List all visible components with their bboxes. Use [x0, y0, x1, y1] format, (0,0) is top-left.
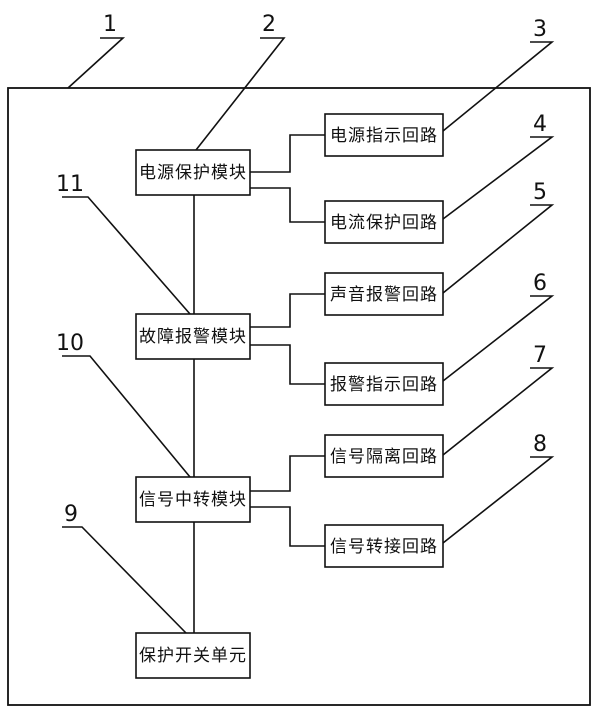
sound-alarm-circuit-label: 声音报警回路: [330, 285, 438, 305]
branch-alarm-indicator: [250, 344, 325, 385]
ref-10: 10: [56, 331, 84, 356]
signal-transfer-circuit-label: 信号转接回路: [330, 537, 438, 557]
leader-2: [195, 37, 286, 151]
signal-isolation-circuit-label: 信号隔离回路: [330, 447, 438, 467]
leader-5: [442, 204, 555, 294]
fault-alarm-module-box: [135, 313, 251, 360]
ref-1: 1: [103, 12, 117, 37]
power-indicator-circuit-label: 电源指示回路: [330, 126, 438, 146]
fault-alarm-module-label: 故障报警模块: [139, 327, 247, 347]
alarm-indicator-circuit-label: 报警指示回路: [330, 375, 438, 395]
branch-sound-alarm: [250, 293, 325, 328]
power-protection-module-box: [135, 149, 251, 196]
ref-9: 9: [64, 502, 78, 527]
signal-isolation-circuit-box: [324, 434, 444, 478]
leader-7: [442, 367, 555, 456]
ref-2: 2: [262, 12, 276, 37]
ref-5: 5: [533, 180, 547, 205]
signal-transfer-circuit-box: [324, 524, 444, 568]
branch-power-indicator: [250, 134, 325, 173]
current-protection-circuit-box: [324, 200, 444, 244]
leader-10: [62, 355, 191, 478]
power-indicator-circuit-box: [324, 113, 444, 157]
leader-3: [442, 41, 555, 132]
alarm-indicator-circuit-box: [324, 362, 444, 406]
ref-3: 3: [533, 17, 547, 42]
leader-1: [67, 37, 126, 89]
ref-8: 8: [533, 432, 547, 457]
ref-6: 6: [533, 271, 547, 296]
ref-7: 7: [533, 343, 547, 368]
protection-switch-unit-box: [135, 632, 251, 679]
leader-4: [442, 136, 555, 220]
ref-4: 4: [533, 112, 547, 137]
branch-signal-transfer: [250, 506, 325, 547]
leader-11: [62, 196, 191, 315]
sound-alarm-circuit-box: [324, 272, 444, 316]
outer-frame: [7, 87, 591, 706]
ref-11: 11: [56, 172, 84, 197]
branch-signal-isolation: [250, 455, 325, 492]
current-protection-circuit-label: 电流保护回路: [330, 213, 438, 233]
signal-relay-module-label: 信号中转模块: [139, 490, 247, 510]
signal-relay-module-box: [135, 476, 251, 523]
leader-9: [62, 526, 187, 634]
leader-6: [442, 295, 555, 382]
protection-switch-unit-label: 保护开关单元: [139, 646, 247, 666]
branch-current-protection: [250, 187, 325, 223]
power-protection-module-label: 电源保护模块: [139, 163, 247, 183]
leader-8: [442, 456, 555, 544]
